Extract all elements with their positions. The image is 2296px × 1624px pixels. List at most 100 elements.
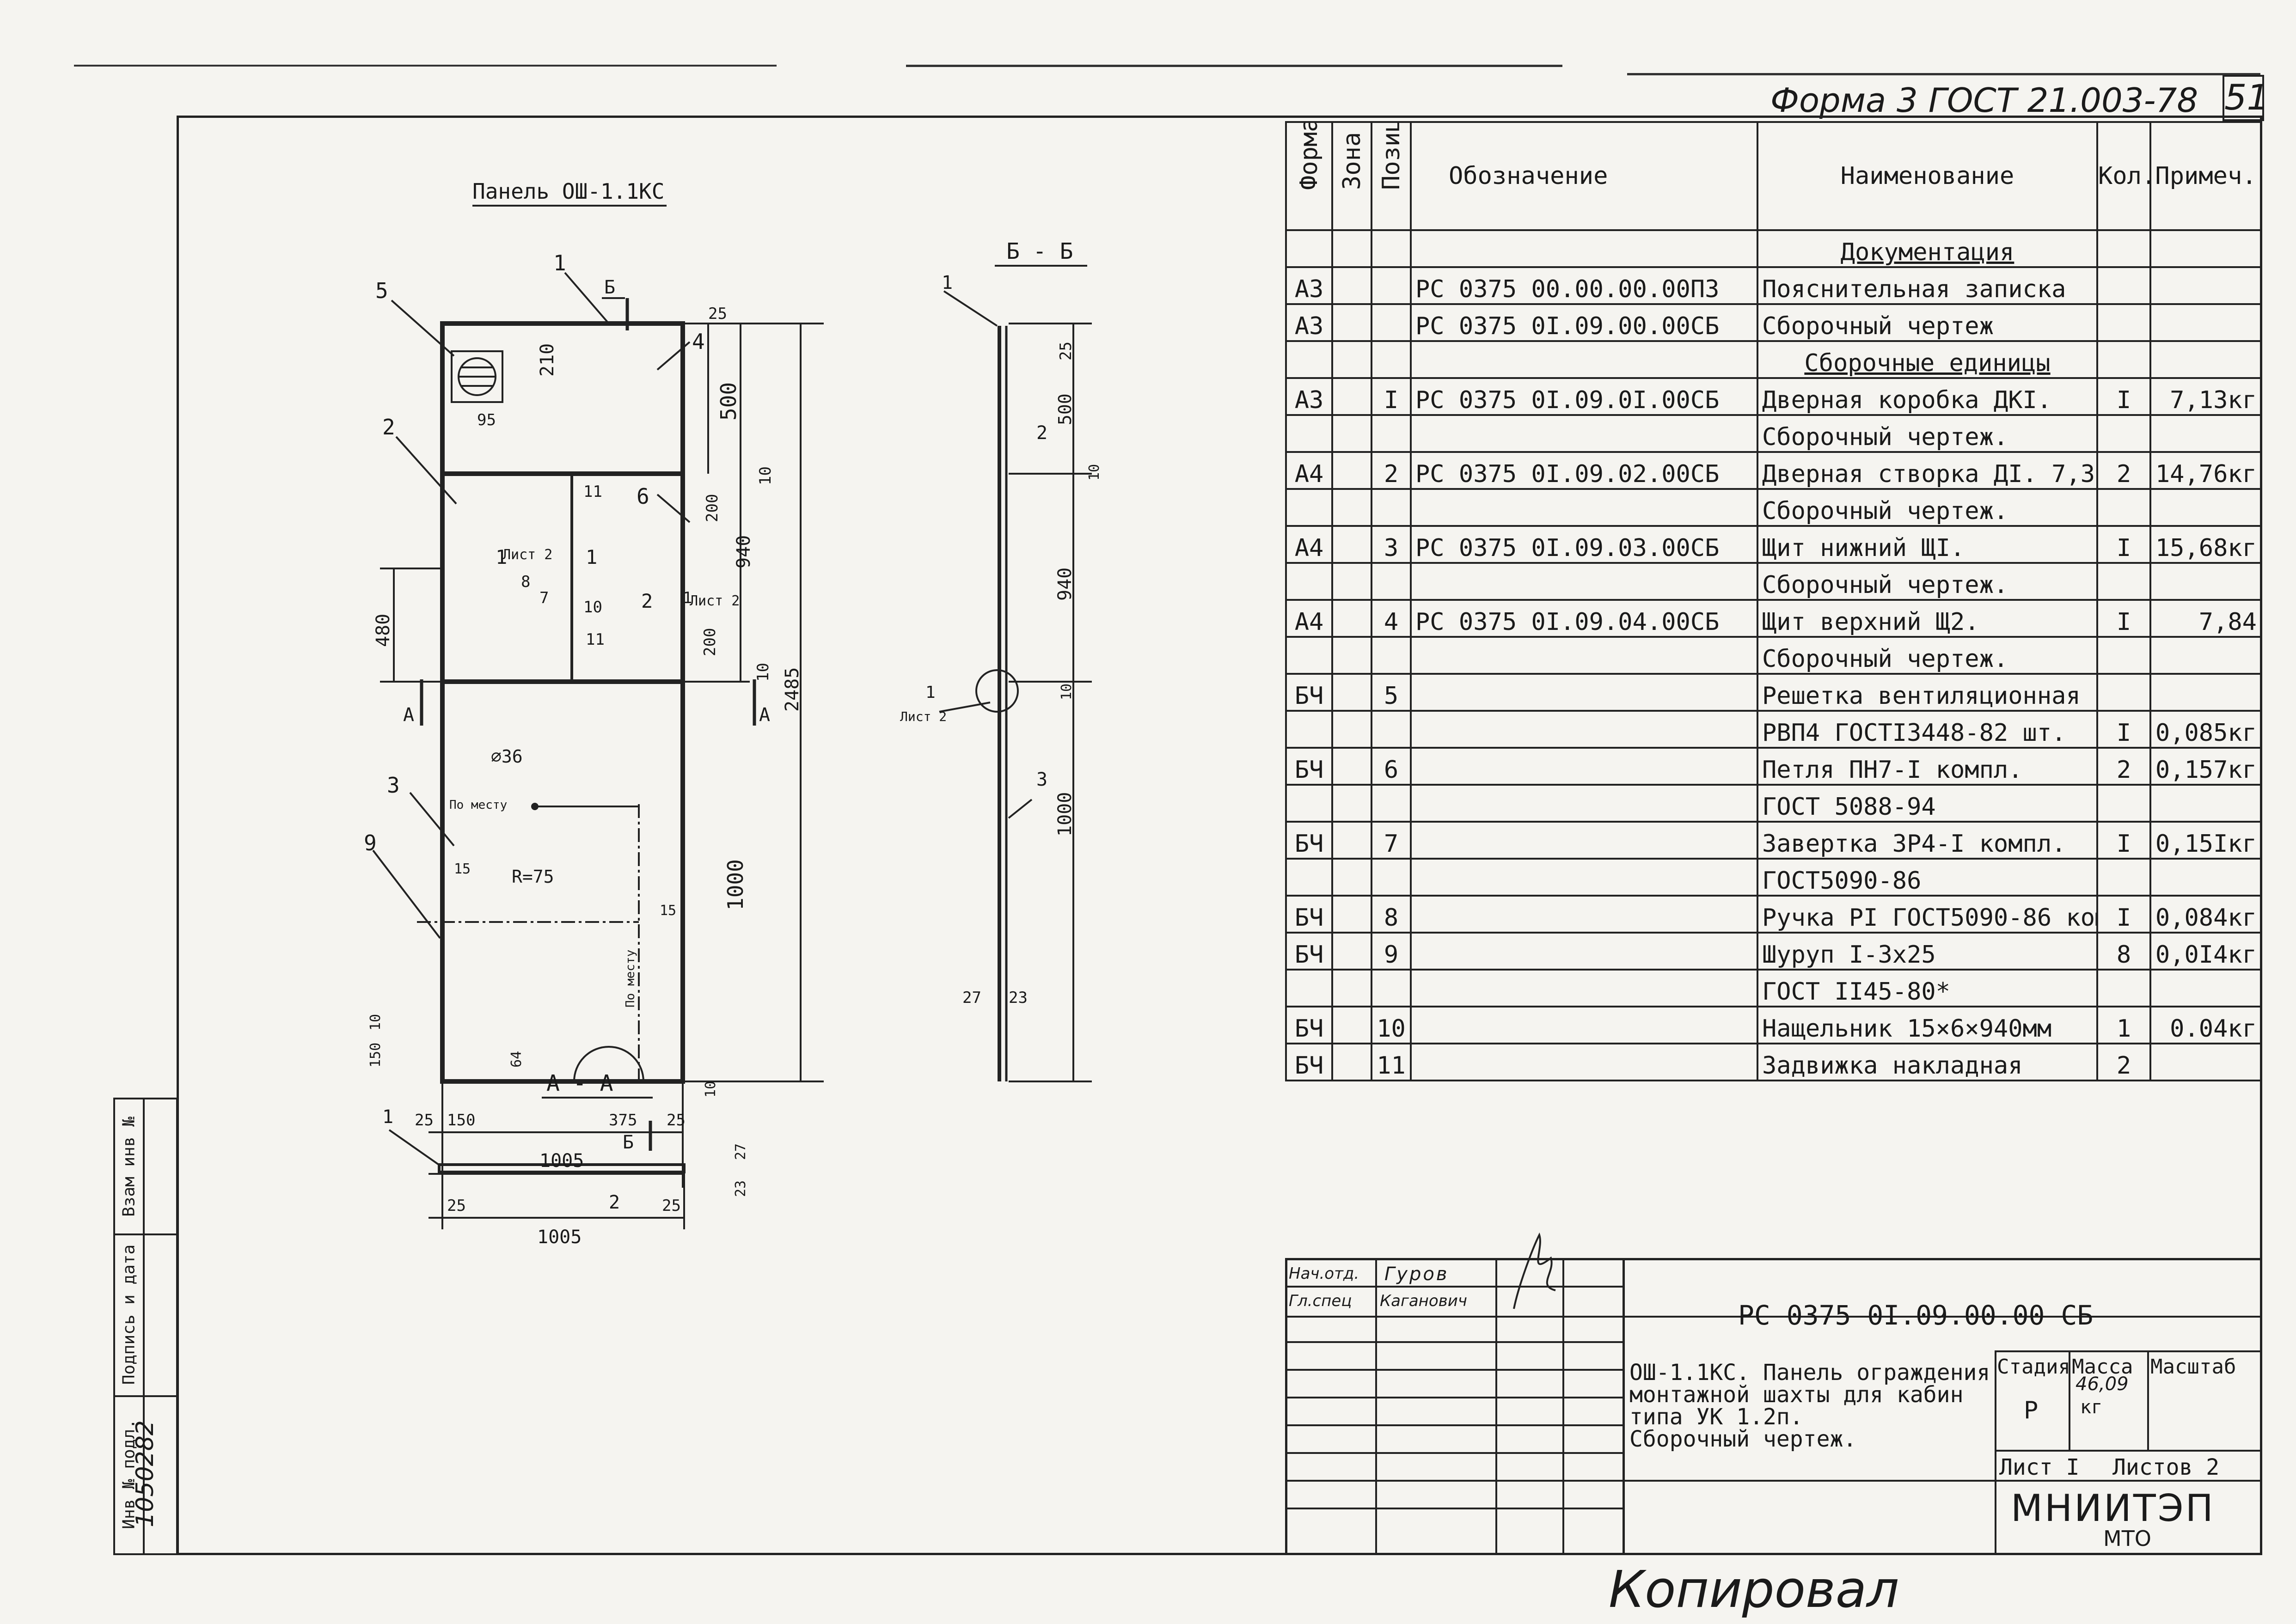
- dim-10-a: 10: [756, 466, 775, 485]
- spec-cell-note: 0,0I4кг: [2149, 932, 2262, 971]
- spec-cell-pos: 8: [1371, 895, 1412, 934]
- dim-1005-a: 1005: [539, 1150, 584, 1172]
- spec-cell-pos: [1371, 969, 1412, 1007]
- cut-a-right: А: [759, 704, 770, 726]
- sheet-label: Лист I: [1999, 1454, 2080, 1480]
- spec-cell-zone: [1331, 414, 1372, 453]
- spec-cell-qty: I: [2096, 710, 2151, 749]
- col-designation: Обозначение: [1410, 121, 1758, 231]
- spec-cell-qty: 1: [2096, 1006, 2151, 1044]
- spec-cell-note: [2149, 414, 2262, 453]
- spec-cell-designation: [1410, 1006, 1758, 1044]
- spec-cell-name: Щит верхний Щ2.: [1757, 599, 2098, 638]
- spec-cell-format: А3: [1285, 266, 1333, 305]
- spec-cell-note: [2149, 229, 2262, 268]
- spec-cell-zone: [1331, 451, 1372, 490]
- dim-15-a: 15: [454, 861, 471, 877]
- page-number: 51: [2224, 77, 2269, 118]
- bb-dim-27: 27: [962, 989, 981, 1007]
- spec-cell-format: БЧ: [1285, 1006, 1333, 1044]
- spec-cell-qty: [2096, 636, 2151, 675]
- aa-dim-1005: 1005: [537, 1227, 582, 1248]
- spec-cell-qty: [2096, 488, 2151, 527]
- pos-5: 5: [375, 278, 388, 303]
- title-block: Нач.отд. Гуров Гл.спец Каганович РС 0375…: [1285, 1232, 2260, 1554]
- spec-cell-note: [2149, 1043, 2262, 1081]
- spec-cell-qty: 8: [2096, 932, 2151, 971]
- spec-cell-zone: [1331, 525, 1372, 564]
- spec-cell-name: Завертка ЗР4-I компл.: [1757, 821, 2098, 860]
- spec-cell-note: 0,085кг: [2149, 710, 2262, 749]
- org-name: МНИИТЭП: [2011, 1487, 2215, 1530]
- spec-cell-name: Нащельник 15×6×940мм: [1757, 1006, 2098, 1044]
- spec-cell-zone: [1331, 895, 1372, 934]
- title-line-4: Сборочный чертеж.: [1629, 1426, 1857, 1452]
- spec-cell-format: БЧ: [1285, 673, 1333, 712]
- spec-cell-pos: 11: [1371, 1043, 1412, 1081]
- bb-dim-500: 500: [1055, 393, 1075, 425]
- spec-cell-format: А4: [1285, 525, 1333, 564]
- spec-cell-name: Сборочный чертеж.: [1757, 488, 2098, 527]
- view-list2-b: Лист 2: [690, 593, 740, 609]
- spec-cell-designation: [1410, 969, 1758, 1007]
- dim-64: 64: [508, 1051, 525, 1068]
- spec-cell-qty: [2096, 562, 2151, 601]
- stage-value: Р: [2024, 1397, 2039, 1424]
- form-label: Форма 3 ГОСТ 21.003-78: [1770, 81, 2198, 120]
- spec-row: ГОСТ 5088-94: [1285, 784, 2262, 823]
- spec-cell-qty: [2096, 673, 2151, 712]
- spec-cell-note: [2149, 303, 2262, 342]
- spec-cell-zone: [1331, 1006, 1372, 1044]
- po-mestu-2: По месту: [624, 950, 637, 1007]
- spec-row: ГОСТ II45-80*: [1285, 969, 2262, 1007]
- spec-cell-format: БЧ: [1285, 932, 1333, 971]
- spec-cell-format: [1285, 488, 1333, 527]
- spec-cell-designation: [1410, 414, 1758, 453]
- dim-25-top: 25: [708, 305, 727, 323]
- spec-cell-qty: I: [2096, 377, 2151, 416]
- spec-cell-pos: [1371, 303, 1412, 342]
- spec-cell-format: [1285, 229, 1333, 268]
- spec-cell-zone: [1331, 377, 1372, 416]
- spec-cell-name: Сборочный чертеж: [1757, 303, 2098, 342]
- spec-cell-name: Петля ПН7-I компл.: [1757, 747, 2098, 786]
- spec-cell-qty: 2: [2096, 747, 2151, 786]
- org-sub: МТО: [2103, 1526, 2151, 1551]
- spec-cell-name: Сборочный чертеж.: [1757, 414, 2098, 453]
- spec-cell-zone: [1331, 229, 1372, 268]
- spec-cell-format: А4: [1285, 451, 1333, 490]
- pos-7: 7: [539, 589, 549, 607]
- spec-cell-name: Пояснительная записка: [1757, 266, 2098, 305]
- spec-cell-designation: РС 0375 0I.09.02.00СБ: [1410, 451, 1758, 490]
- dim-200-a: 200: [703, 494, 722, 522]
- mass-value: 46,09: [2076, 1374, 2129, 1395]
- spec-cell-note: [2149, 340, 2262, 379]
- spec-cell-zone: [1331, 784, 1372, 823]
- view-2: 2: [641, 590, 653, 612]
- spec-cell-pos: 2: [1371, 451, 1412, 490]
- dim-500: 500: [716, 382, 741, 421]
- spec-cell-zone: [1331, 673, 1372, 712]
- spec-cell-zone: [1331, 969, 1372, 1007]
- spec-row: Сборочный чертеж.: [1285, 562, 2262, 601]
- spec-cell-format: [1285, 784, 1333, 823]
- spec-cell-qty: [2096, 784, 2151, 823]
- spec-cell-qty: [2096, 414, 2151, 453]
- spec-cell-name: Шуруп I-3х25: [1757, 932, 2098, 971]
- stage-label: Стадия: [1997, 1355, 2070, 1379]
- pos-11b: 11: [586, 630, 605, 649]
- dim-10-left: 10: [367, 1014, 384, 1031]
- spec-cell-note: [2149, 562, 2262, 601]
- spec-cell-format: А4: [1285, 599, 1333, 638]
- spec-cell-note: [2149, 858, 2262, 897]
- spec-row: Сборочные единицы: [1285, 340, 2262, 379]
- pos-6: 6: [637, 484, 649, 509]
- spec-cell-designation: [1410, 932, 1758, 971]
- spec-cell-format: [1285, 969, 1333, 1007]
- title-line-3: типа УК 1.2п.: [1629, 1404, 1803, 1430]
- spec-cell-note: 0,157кг: [2149, 747, 2262, 786]
- spec-row: Сборочный чертеж.: [1285, 488, 2262, 527]
- spec-cell-name: Дверная створка ДI. 7,38кг: [1757, 451, 2098, 490]
